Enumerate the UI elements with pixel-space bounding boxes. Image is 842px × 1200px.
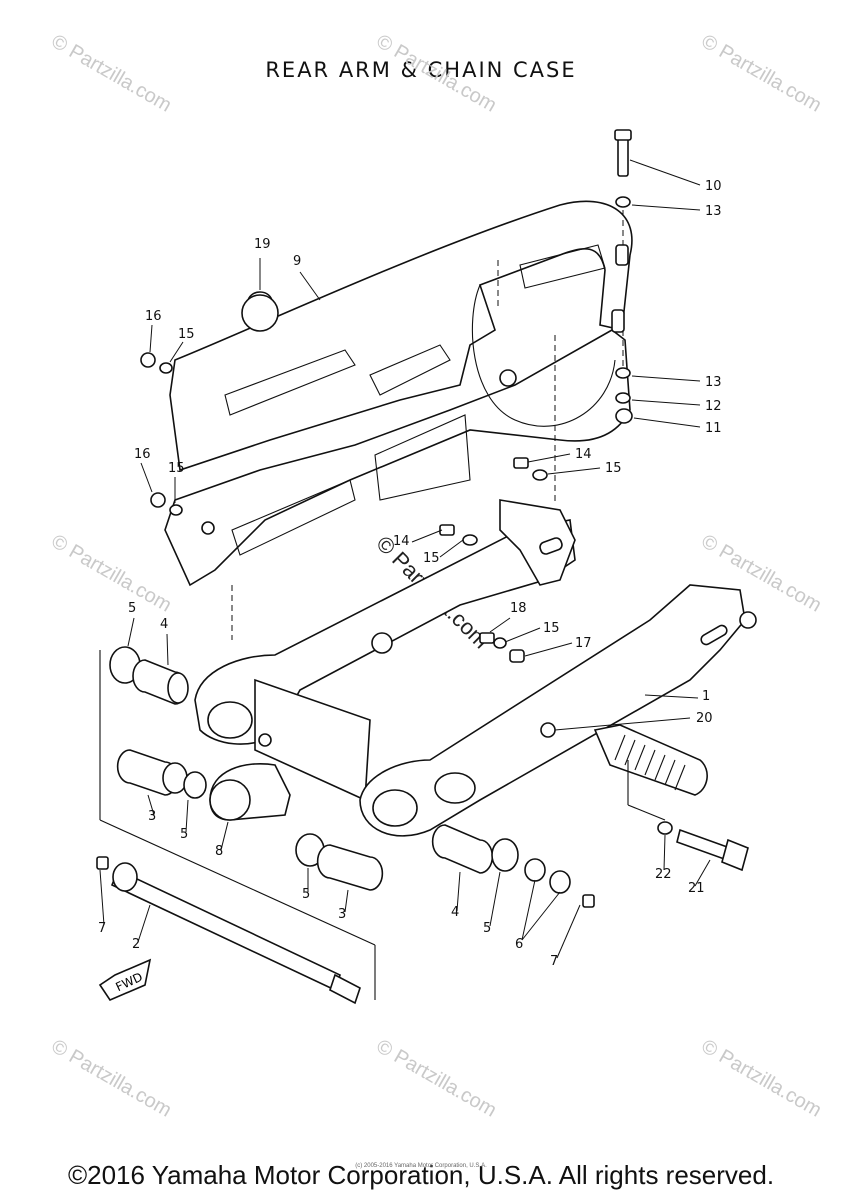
callout-leader-14 [527,453,571,463]
callout-13: 13 [705,375,722,390]
callout-16: 16 [134,447,151,462]
callout-leader-7 [556,904,581,959]
callout-leader-1 [644,694,699,699]
callout-leader-2 [137,904,151,943]
fwd-arrow: FWD [98,958,152,1001]
callout-leader-12 [631,399,701,406]
callout-leader-5 [185,799,189,833]
callout-8: 8 [215,844,223,859]
callout-3: 3 [338,907,346,922]
callout-leader-6 [521,879,536,941]
callout-14: 14 [575,447,592,462]
callout-leader-5 [489,871,501,927]
callout-13: 13 [705,204,722,219]
callout-leader-18 [489,617,511,633]
callout-leader-9 [299,271,321,301]
callout-leader-6b [521,891,561,941]
callout-15: 15 [168,461,185,476]
watermark-top-right: © Partzilla.com [698,30,826,116]
callout-leader-4 [166,633,169,666]
callout-6: 6 [515,937,523,952]
watermark-mid-left: © Partzilla.com [48,530,176,616]
callout-5: 5 [128,601,136,616]
callout-leader-8 [220,821,229,851]
callout-15: 15 [543,621,560,636]
callout-7: 7 [98,921,106,936]
callout-leader-13 [631,204,701,211]
callout-labels: 10 13 19 9 16 15 13 12 11 16 15 14 15 14 15 5 4 18 15 17 1 20… [98,159,722,969]
callout-leader-16 [149,324,153,353]
pivot-shaft [110,862,361,1005]
callout-leader-16 [140,462,153,493]
callout-15: 15 [605,461,622,476]
callout-19: 19 [254,237,271,252]
rear-arm [194,499,757,837]
watermark-bottom-middle: © Partzilla.com [373,1035,501,1121]
bushings-and-seals [109,646,571,894]
callout-7: 7 [550,954,558,969]
callout-18: 18 [510,601,527,616]
callout-leader-17 [524,642,573,657]
callout-leader-4 [456,871,461,912]
callout-5: 5 [180,827,188,842]
callout-20: 20 [696,711,713,726]
copyright-notice: ©2016 Yamaha Motor Corporation, U.S.A. A… [67,1160,775,1190]
watermark-bottom-left: © Partzilla.com [48,1035,176,1121]
callout-leader-7 [99,869,105,926]
callout-12: 12 [705,399,722,414]
callout-leader-21 [694,859,711,887]
callout-leader-15 [169,341,184,363]
callout-16: 16 [145,309,162,324]
callout-22: 22 [655,867,672,882]
callout-21: 21 [688,881,705,896]
callout-11: 11 [705,421,722,436]
watermark-bottom-right: © Partzilla.com [698,1035,826,1121]
callout-leader-10 [629,159,701,186]
callout-leader-14 [411,529,443,543]
callout-leader-3 [344,889,349,913]
callout-5: 5 [483,921,491,936]
diagram-title: REAR ARM & CHAIN CASE [265,58,577,82]
callout-4: 4 [451,905,459,920]
callout-3: 3 [148,809,156,824]
fasteners [96,129,633,908]
callout-1: 1 [702,689,710,704]
callout-5: 5 [302,887,310,902]
callout-leader-15 [547,467,601,475]
watermark-top-left: © Partzilla.com [48,30,176,116]
callout-leader-3 [147,794,155,816]
small-copyright-notice: (c) 2005-2016 Yamaha Motor Corporation, … [355,1163,487,1169]
callout-leader-15 [504,627,541,643]
callout-14: 14 [393,534,410,549]
callout-9: 9 [293,254,301,269]
callout-leader-20 [554,717,691,731]
callout-15: 15 [423,551,440,566]
callout-leader-15 [439,539,464,558]
callout-4: 4 [160,617,168,632]
callout-2: 2 [132,937,140,952]
callout-leader-22 [663,834,666,871]
footrest-assembly [593,724,749,872]
alignment-lines [99,210,666,1000]
callout-10: 10 [705,179,722,194]
callout-leader-5 [127,617,135,647]
callout-leader-11 [633,417,701,428]
callout-leader-13 [631,375,701,382]
callout-17: 17 [575,636,592,651]
watermark-top-middle: © Partzilla.com [373,30,501,116]
callout-15: 15 [178,327,195,342]
